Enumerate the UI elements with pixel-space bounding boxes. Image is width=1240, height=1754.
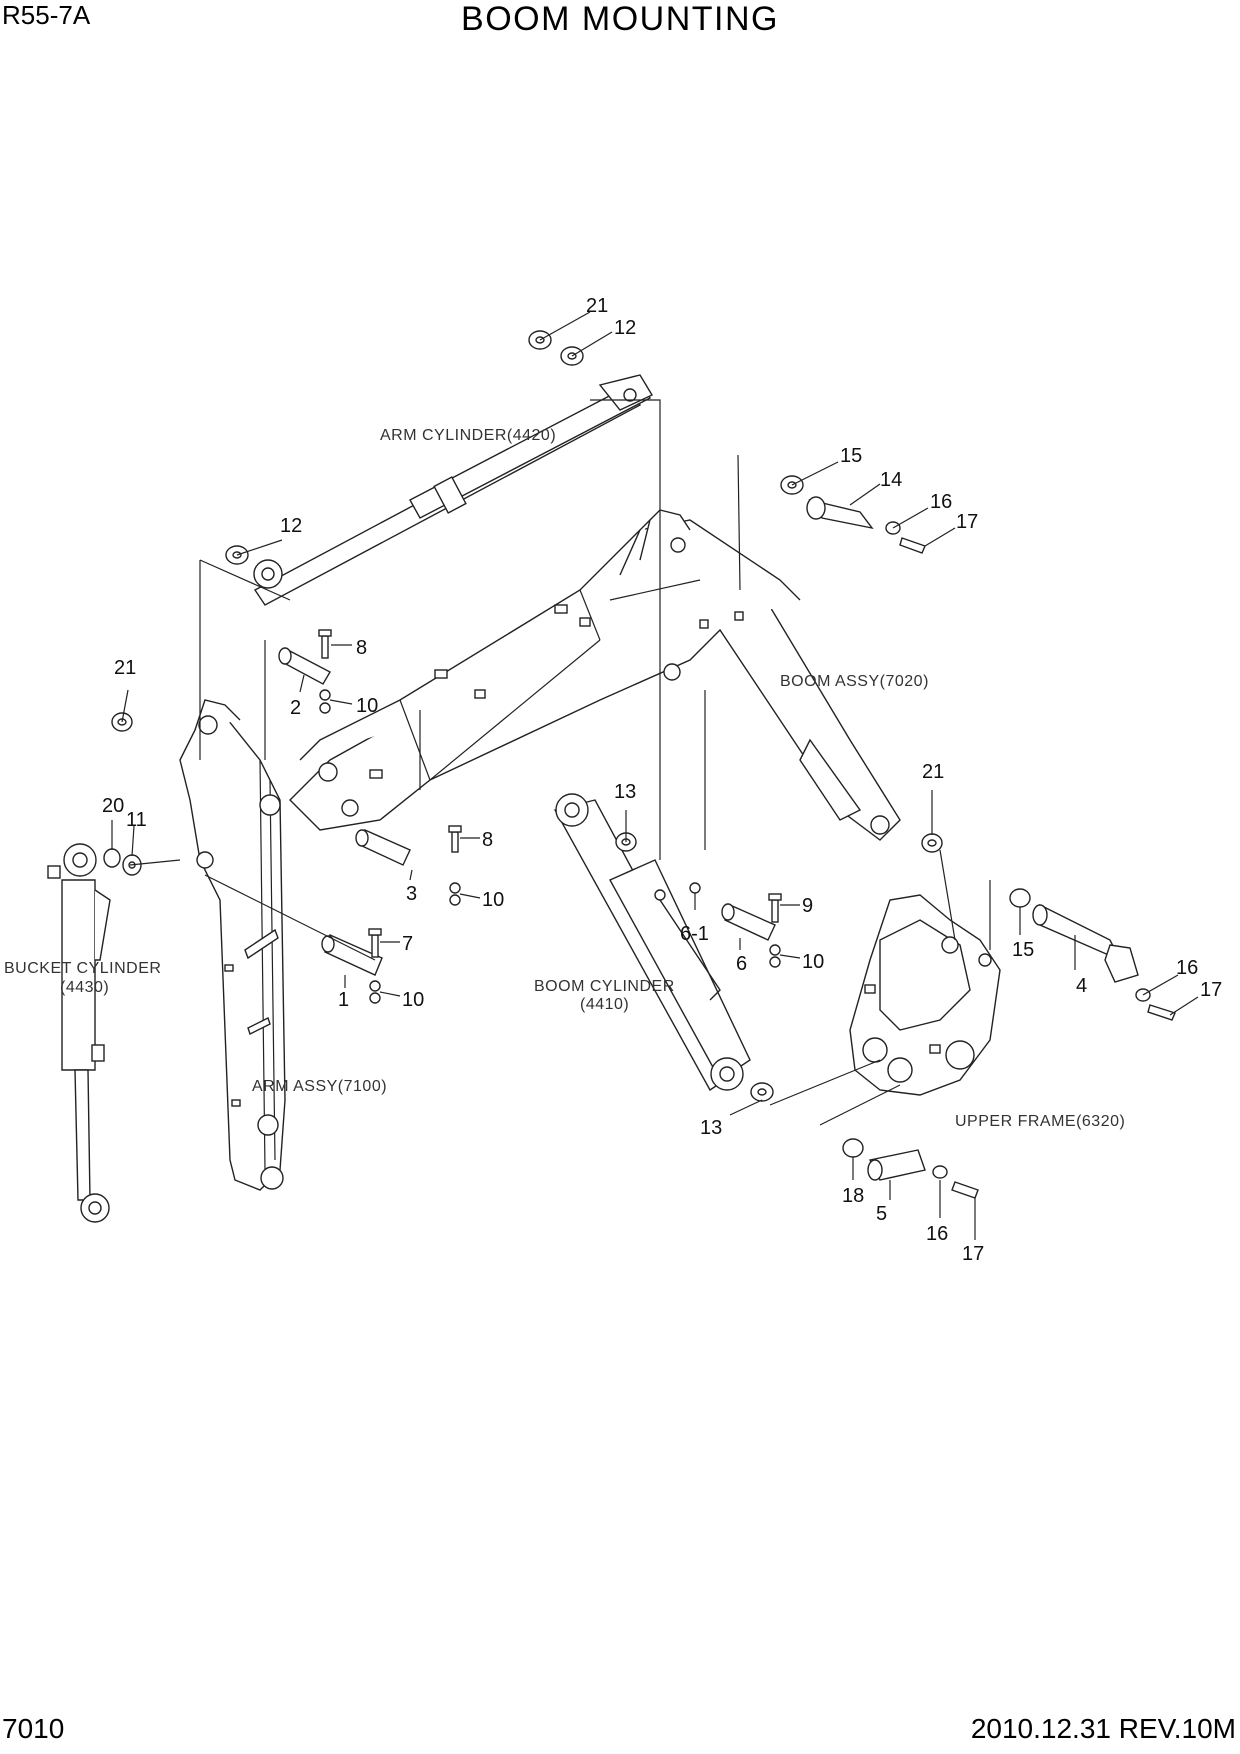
callout-number: 20 — [102, 795, 124, 817]
boom-assembly-drawing — [289, 509, 901, 841]
callout-number: 12 — [280, 515, 302, 537]
label-bucket-cylinder: BUCKET CYLINDER — [4, 960, 161, 977]
callout-number: 15 — [1012, 939, 1034, 961]
label-bucket-cylinder-number: (4430) — [60, 979, 109, 996]
callout-number: 10 — [482, 889, 504, 911]
callout-number: 16 — [930, 491, 952, 513]
callout-number: 9 — [802, 895, 813, 917]
arm-assembly-drawing — [179, 699, 286, 1191]
callout-number: 11 — [126, 809, 147, 831]
callout-number: 7 — [402, 933, 413, 955]
callout-number: 6-1 — [680, 923, 709, 945]
label-boom-assy: BOOM ASSY(7020) — [780, 673, 929, 690]
upper-frame-drawing — [849, 894, 1001, 1096]
callout-number: 2 — [290, 697, 301, 719]
callout-number: 16 — [1176, 957, 1198, 979]
model-code: R55-7A — [2, 0, 91, 30]
callout-number: 10 — [356, 695, 378, 717]
callout-number: 8 — [482, 829, 493, 851]
callout-number: 12 — [614, 317, 636, 339]
label-arm-assy: ARM ASSY(7100) — [252, 1078, 387, 1095]
callout-number: 13 — [700, 1117, 722, 1139]
callout-number: 5 — [876, 1203, 887, 1225]
leader-lines — [111, 311, 1199, 1240]
callout-number: 17 — [962, 1243, 984, 1265]
label-boom-cylinder: BOOM CYLINDER — [534, 978, 675, 995]
callout-number: 3 — [406, 883, 417, 905]
callout-number: 10 — [402, 989, 424, 1011]
page-title: BOOM MOUNTING — [461, 0, 779, 38]
bucket-cylinder-drawing — [47, 843, 111, 1223]
callout-number: 21 — [922, 761, 944, 783]
callout-number: 21 — [114, 657, 136, 679]
callout-number: 21 — [586, 295, 608, 317]
callout-number: 4 — [1076, 975, 1087, 997]
callout-number: 18 — [842, 1185, 864, 1207]
label-arm-cylinder: ARM CYLINDER(4420) — [380, 427, 556, 444]
label-upper-frame: UPPER FRAME(6320) — [955, 1113, 1125, 1130]
callout-number: 8 — [356, 637, 367, 659]
callout-number: 10 — [802, 951, 824, 973]
callout-number: 13 — [614, 781, 636, 803]
callout-number: 15 — [840, 445, 862, 467]
callout-number: 16 — [926, 1223, 948, 1245]
revision-date: 2010.12.31 REV.10M — [970, 1713, 1236, 1744]
boom-cylinder-drawing — [553, 793, 751, 1092]
callout-number: 6 — [736, 953, 747, 975]
callout-number: 14 — [880, 469, 902, 491]
page-number: 7010 — [2, 1713, 65, 1744]
arm-cylinder-drawing — [253, 374, 653, 606]
callout-number: 17 — [1200, 979, 1222, 1001]
callout-number: 1 — [338, 989, 349, 1011]
label-boom-cylinder-number: (4410) — [580, 996, 629, 1013]
callout-number: 17 — [956, 511, 978, 533]
